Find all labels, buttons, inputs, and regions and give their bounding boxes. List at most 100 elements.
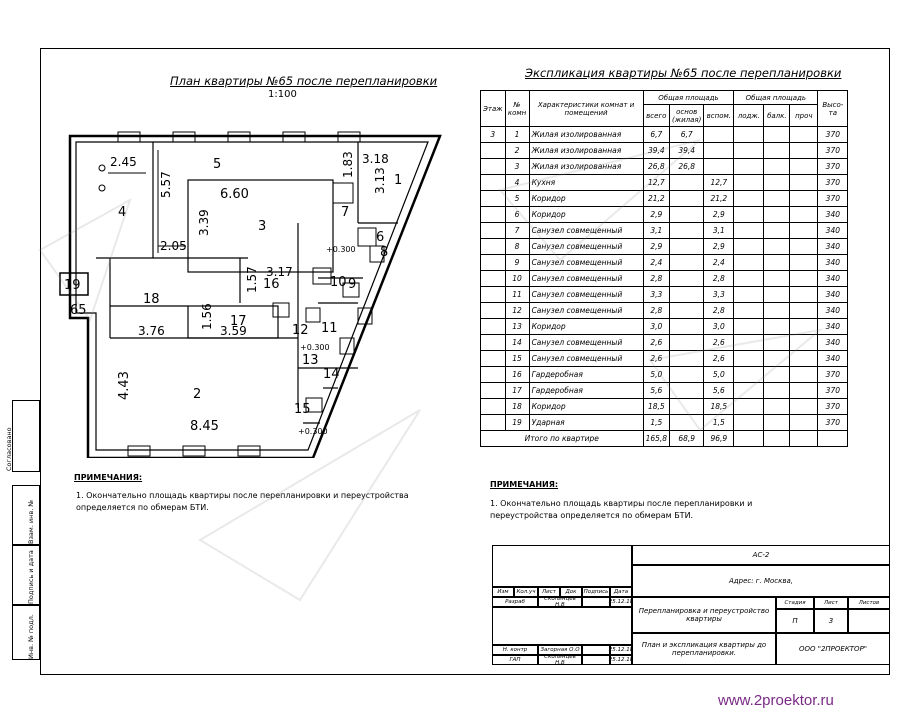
room-16-label: 16 <box>263 277 280 292</box>
cell-all: 2,8 <box>642 270 671 287</box>
explication-title: Экспликация квартиры №65 после переплани… <box>525 66 842 80</box>
cell-aux: 2,9 <box>703 206 735 223</box>
cell-aux: 2,6 <box>703 334 735 351</box>
cell-name: Коридор <box>528 398 644 415</box>
plan-notes-text: 1. Окончательно площадь квартиры после п… <box>76 491 409 512</box>
apartment-number: 65 <box>70 303 87 318</box>
cell-balc <box>763 126 791 143</box>
tb-staff-name-1: Загорная О.О <box>538 645 582 655</box>
title-block: АС-2 Адрес: г. Москва, Изм Кол.уч Лист Д… <box>492 545 890 675</box>
cell-floor <box>480 190 506 207</box>
cell-aux: 3,1 <box>703 222 735 239</box>
cell-name: Санузел совмещенный <box>528 238 644 255</box>
cell-name: Коридор <box>528 190 644 207</box>
cell-floor <box>480 350 506 367</box>
cell-all: 2,9 <box>642 206 671 223</box>
cell-name: Коридор <box>528 318 644 335</box>
dim-3-59: 3.59 <box>220 324 247 338</box>
side-stamp: Согласовано Взам. инв. № Подпись и дата … <box>0 0 42 660</box>
cell-lodg <box>733 158 765 175</box>
cell-lodg <box>733 222 765 239</box>
room-10-label: 10 <box>330 275 347 290</box>
cell-other <box>789 286 819 303</box>
col-other: проч <box>789 104 819 127</box>
cell-lodg <box>733 382 765 399</box>
total-blank <box>789 430 819 447</box>
cell-other <box>789 126 819 143</box>
cell-height: 370 <box>817 398 849 415</box>
cell-balc <box>763 398 791 415</box>
cell-other <box>789 174 819 191</box>
total-blank <box>763 430 791 447</box>
cell-other <box>789 382 819 399</box>
tb-code: АС-2 <box>632 545 890 565</box>
cell-balc <box>763 142 791 159</box>
cell-name: Санузел совмещенный <box>528 222 644 239</box>
cell-aux: 3,3 <box>703 286 735 303</box>
cell-other <box>789 254 819 271</box>
cell-all: 2,4 <box>642 254 671 271</box>
cell-main: 39,4 <box>669 142 705 159</box>
cell-floor <box>480 270 506 287</box>
cell-num: 12 <box>504 302 530 319</box>
cell-other <box>789 366 819 383</box>
room-19-label: 19 <box>64 278 81 293</box>
tb-sheet: 3 <box>814 609 848 633</box>
windows-top <box>117 131 361 143</box>
tb-company: ООО "2ПРОЕКТОР" <box>776 633 890 665</box>
cell-name: Коридор <box>528 206 644 223</box>
room-3-walls <box>187 179 334 273</box>
total-main: 68,9 <box>669 430 705 447</box>
mark-300-2: +0.300 <box>300 343 330 352</box>
room-5-label: 5 <box>213 157 221 172</box>
cell-lodg <box>733 174 765 191</box>
cell-floor <box>480 286 506 303</box>
cell-name: Ударная <box>528 414 644 431</box>
cell-main <box>669 350 705 367</box>
cell-main <box>669 286 705 303</box>
cell-main <box>669 366 705 383</box>
cell-floor <box>480 222 506 239</box>
cell-balc <box>763 334 791 351</box>
tb-staff-role-2: ГАП <box>492 655 538 665</box>
tb-staff-sign-1 <box>582 645 610 655</box>
cell-lodg <box>733 206 765 223</box>
cell-all: 2,8 <box>642 302 671 319</box>
stamp-cell-inv: Взам. инв. № <box>12 485 40 545</box>
cell-name: Кухня <box>528 174 644 191</box>
tb-col-date: Дата <box>610 587 632 597</box>
cell-main <box>669 190 705 207</box>
cell-floor <box>480 414 506 431</box>
tb-staff-name-0: Скопинцев Н.В <box>538 596 582 608</box>
tb-staff-blank <box>492 607 632 645</box>
room-2-label: 2 <box>193 387 201 402</box>
cell-main <box>669 398 705 415</box>
site-url[interactable]: www.2proektor.ru <box>718 692 834 709</box>
tb-staff-date-0: 25.12.18 <box>608 597 634 607</box>
cell-balc <box>763 270 791 287</box>
cell-balc <box>763 238 791 255</box>
cell-floor <box>480 318 506 335</box>
cell-height: 370 <box>817 142 849 159</box>
cell-num: 6 <box>504 206 530 223</box>
cell-floor <box>480 142 506 159</box>
col-height: Высо-та <box>817 90 849 127</box>
cell-height: 340 <box>817 254 849 271</box>
cell-aux: 5,0 <box>703 366 735 383</box>
cell-other <box>789 222 819 239</box>
cell-num: 15 <box>504 350 530 367</box>
cell-other <box>789 302 819 319</box>
tb-staff-date-1: 25.12.18 <box>608 645 634 655</box>
cell-num: 2 <box>504 142 530 159</box>
cell-name: Санузел совмещенный <box>528 334 644 351</box>
cell-main <box>669 270 705 287</box>
room-3-label: 3 <box>258 219 266 234</box>
